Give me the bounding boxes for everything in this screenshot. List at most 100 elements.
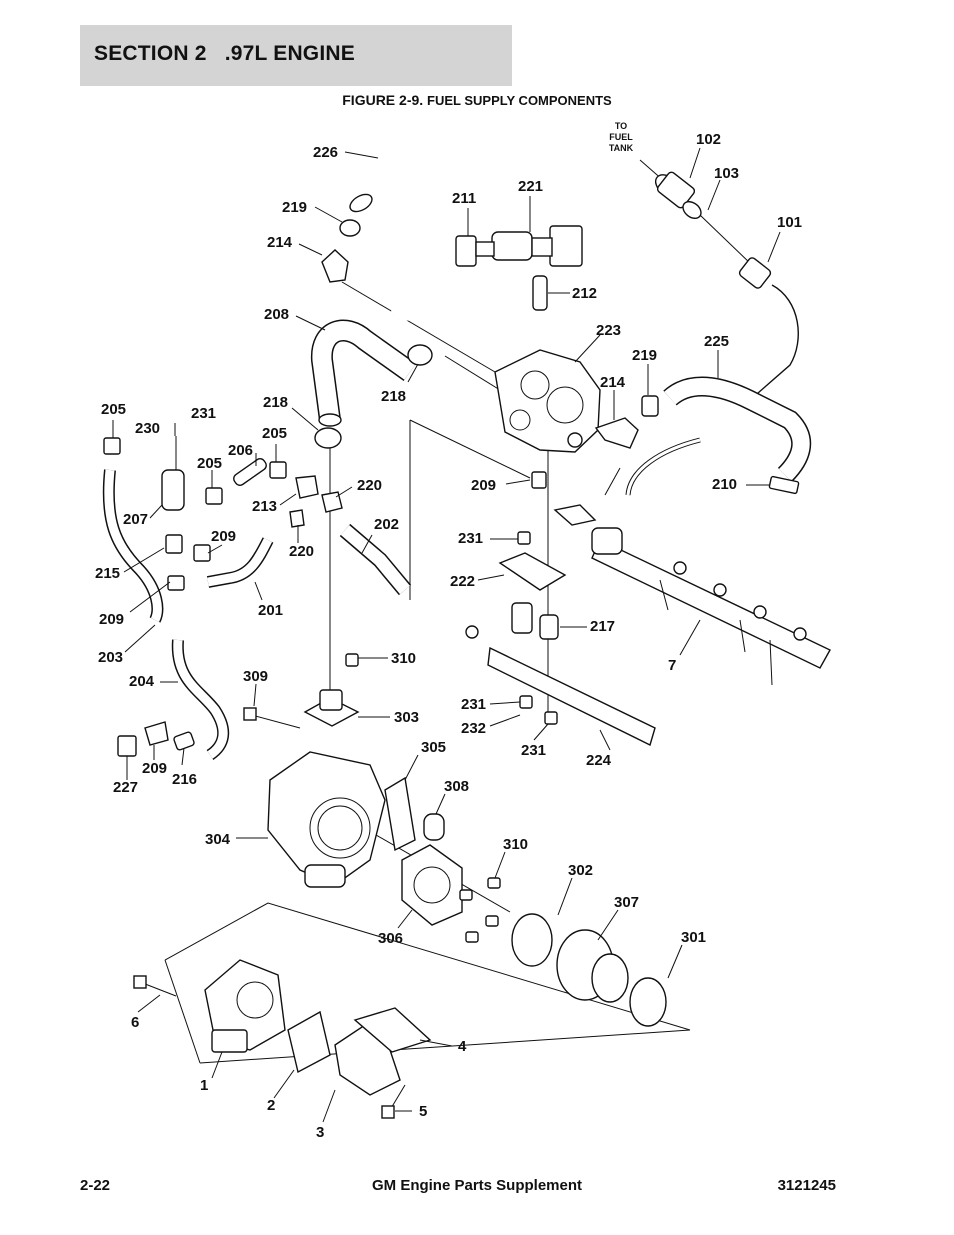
callout-306: 306 <box>378 930 403 947</box>
callout-103: 103 <box>714 165 739 182</box>
callout-208: 208 <box>264 306 289 323</box>
callout-207: 207 <box>123 511 148 528</box>
fitting-205-right <box>205 487 223 505</box>
callout-219a: 219 <box>282 199 307 216</box>
hose-226 <box>349 136 422 321</box>
clamp-302 <box>511 913 553 967</box>
callout-212: 212 <box>572 285 597 302</box>
callout-210: 210 <box>712 476 737 493</box>
bolt-5 <box>381 1084 406 1119</box>
solenoid-221 <box>491 222 583 267</box>
hose-307 <box>556 929 629 1003</box>
callout-209d: 209 <box>142 760 167 777</box>
callout-303: 303 <box>394 709 419 726</box>
callout-1: 1 <box>200 1077 208 1094</box>
callout-222: 222 <box>450 573 475 590</box>
label-to: TO <box>615 121 627 131</box>
label-fuel: FUEL <box>609 132 633 142</box>
tee-220 <box>289 491 343 528</box>
callout-223: 223 <box>596 322 621 339</box>
valve-207 <box>161 469 185 511</box>
callout-304: 304 <box>205 831 231 848</box>
gasket-4 <box>353 1007 432 1053</box>
callout-305: 305 <box>421 739 446 756</box>
line-210 <box>625 437 800 496</box>
callout-230: 230 <box>135 420 160 437</box>
bolt-309 <box>243 707 301 729</box>
callout-204: 204 <box>129 673 155 690</box>
callout-215: 215 <box>95 565 120 582</box>
callout-201: 201 <box>258 602 283 619</box>
hose-201 <box>206 537 274 588</box>
footer-doc-number: 3121245 <box>777 1177 836 1194</box>
housing-306 <box>401 844 463 926</box>
callout-205a: 205 <box>101 401 126 418</box>
callout-227: 227 <box>113 779 138 796</box>
plate-222 <box>498 552 567 591</box>
elbow-214b <box>594 417 639 449</box>
regulator-223 <box>494 349 601 453</box>
elbow-209-left <box>193 544 211 562</box>
fitting-212 <box>532 275 548 311</box>
callout-2: 2 <box>267 1097 275 1114</box>
callout-101: 101 <box>777 214 802 231</box>
callout-214a: 214 <box>267 234 293 251</box>
elbow-205-top <box>103 437 121 455</box>
screws-310 <box>459 877 501 943</box>
figure-caption: FIGURE 2-9. FUEL SUPPLY COMPONENTS <box>0 92 954 108</box>
callout-102: 102 <box>696 131 721 148</box>
spacer-308 <box>423 813 445 841</box>
callout-5: 5 <box>419 1103 427 1120</box>
callout-225: 225 <box>704 333 729 350</box>
callout-7: 7 <box>668 657 676 674</box>
label-tank: TANK <box>609 143 634 153</box>
callout-220a: 220 <box>357 477 382 494</box>
callout-231b: 231 <box>458 530 483 547</box>
callout-309: 309 <box>243 668 268 685</box>
callout-213: 213 <box>252 498 277 515</box>
footer-page-number: 2-22 <box>80 1177 111 1194</box>
elbow-214a <box>321 249 349 283</box>
pipe-206 <box>233 458 267 486</box>
section-title: SECTION 2 .97L ENGINE <box>94 42 355 65</box>
callout-310a: 310 <box>391 650 416 667</box>
callout-219b: 219 <box>632 347 657 364</box>
callout-6: 6 <box>131 1014 139 1031</box>
callout-labels: TO FUEL TANK 102 103 101 226 221 211 219… <box>95 121 802 1141</box>
callout-301: 301 <box>681 929 706 946</box>
hose-203 <box>102 469 164 623</box>
fuel-filter-102 <box>639 159 702 219</box>
adapter-303 <box>303 689 360 727</box>
hose-204 <box>171 639 230 760</box>
callout-205b: 205 <box>262 425 287 442</box>
callout-209a: 209 <box>471 477 496 494</box>
clamp-218b <box>314 427 342 449</box>
callout-203: 203 <box>98 649 123 666</box>
callout-302: 302 <box>568 862 593 879</box>
callout-218a: 218 <box>381 388 406 405</box>
callout-232: 232 <box>461 720 486 737</box>
clamp-218a <box>407 344 433 366</box>
callout-218b: 218 <box>263 394 288 411</box>
tee-215 <box>165 534 185 591</box>
leader-lines <box>112 147 781 1123</box>
callout-216: 216 <box>172 771 197 788</box>
bolt-6 <box>133 975 177 997</box>
callout-226: 226 <box>313 144 338 161</box>
fitting-213 <box>295 475 319 499</box>
callout-231c: 231 <box>461 696 486 713</box>
callout-206: 206 <box>228 442 253 459</box>
fitting-205-mid <box>269 461 287 479</box>
figure-number: FIGURE 2-9. <box>342 92 424 108</box>
callout-224: 224 <box>586 752 612 769</box>
callout-209b: 209 <box>211 528 236 545</box>
gasket-2 <box>287 1010 331 1074</box>
hose-225 <box>663 376 812 483</box>
fittings-227-209-216 <box>117 721 195 757</box>
callout-214b: 214 <box>600 374 626 391</box>
callout-205c: 205 <box>197 455 222 472</box>
fuel-line-103 <box>699 214 799 401</box>
fitting-209-regulator <box>531 471 547 489</box>
gasket-seal <box>553 504 597 526</box>
